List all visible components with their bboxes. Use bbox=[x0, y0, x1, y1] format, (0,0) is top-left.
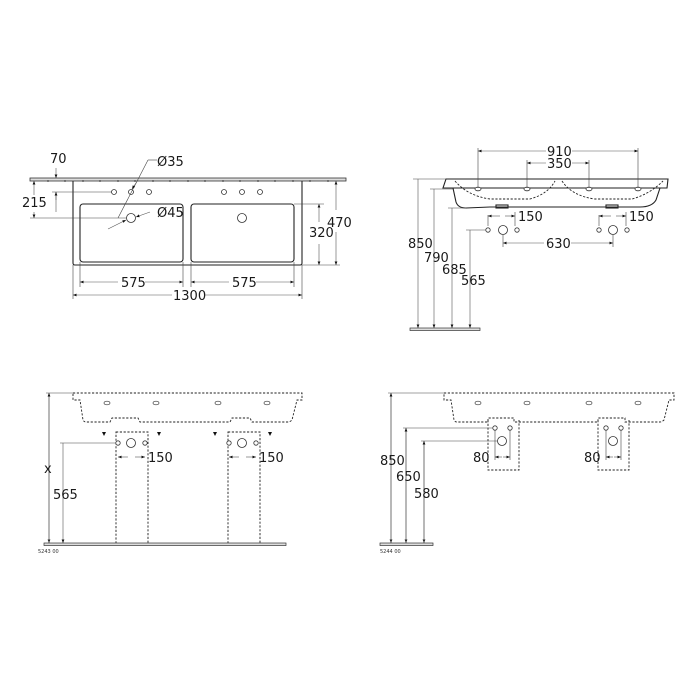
left-basin bbox=[79, 203, 184, 263]
right-waste bbox=[237, 213, 247, 223]
basin-hidden-outline bbox=[443, 392, 675, 423]
dim-x-label: x bbox=[44, 462, 52, 477]
dim-580-label: 580 bbox=[414, 487, 439, 502]
dim-850-label: 850 bbox=[380, 454, 405, 469]
product-code: 5243 00 bbox=[38, 549, 59, 555]
tap-holes bbox=[111, 189, 263, 195]
right-valve-group: 150 bbox=[596, 210, 654, 235]
basin-hidden-outline bbox=[72, 392, 303, 423]
top-plan-view: 70 215 Ø35 Ø45 320 470 575 575 bbox=[22, 152, 352, 304]
dim-350-label: 350 bbox=[547, 157, 572, 172]
dim-650-label: 650 bbox=[396, 470, 421, 485]
dim-80-right-label: 80 bbox=[584, 451, 601, 466]
left-valve-group: 150 bbox=[485, 210, 543, 235]
dim-565-label: 565 bbox=[461, 274, 486, 289]
dim-850-label: 850 bbox=[408, 237, 433, 252]
semi-pedestal-elevation-view: 80 80 850 650 580 5244 00 bbox=[379, 392, 675, 555]
right-pedestal bbox=[227, 431, 261, 546]
dim-150-right-label: 150 bbox=[629, 210, 654, 225]
dim-215-label: 215 bbox=[22, 196, 47, 211]
dim-470-label: 470 bbox=[327, 216, 352, 231]
pedestal-elevation-view: 150 150 x 565 5243 00 bbox=[38, 392, 303, 555]
dim-150-left-label: 150 bbox=[148, 451, 173, 466]
dim-80-left-label: 80 bbox=[473, 451, 490, 466]
front-elevation-view: 910 350 150 150 630 bbox=[408, 145, 669, 331]
dim-150-left-label: 150 bbox=[518, 210, 543, 225]
dim-150-right-label: 150 bbox=[259, 451, 284, 466]
dim-685-label: 685 bbox=[442, 263, 467, 278]
floor-line bbox=[379, 542, 434, 546]
right-basin bbox=[190, 203, 295, 263]
left-semi-pedestal bbox=[487, 420, 520, 471]
floor-line bbox=[43, 542, 287, 546]
dim-320-label: 320 bbox=[309, 226, 334, 241]
left-bowl-hidden bbox=[454, 180, 556, 200]
right-bowl-hidden bbox=[561, 180, 664, 200]
dim-70-label: 70 bbox=[50, 152, 67, 167]
dim-575-left-label: 575 bbox=[121, 276, 146, 291]
basin-body bbox=[452, 187, 661, 209]
dim-d45-label: Ø45 bbox=[157, 206, 184, 221]
product-code: 5244 00 bbox=[380, 549, 401, 555]
dim-565-label: 565 bbox=[53, 488, 78, 503]
dim-790-label: 790 bbox=[424, 251, 449, 266]
dim-630-label: 630 bbox=[546, 237, 571, 252]
basin-outline bbox=[72, 181, 303, 266]
left-pedestal bbox=[115, 431, 149, 546]
left-waste bbox=[126, 213, 136, 223]
dim-575-right-label: 575 bbox=[232, 276, 257, 291]
dim-d35-label: Ø35 bbox=[157, 155, 184, 170]
floor-line bbox=[409, 327, 481, 331]
basin-rim bbox=[442, 178, 669, 189]
right-semi-pedestal bbox=[597, 420, 630, 471]
dim-1300-label: 1300 bbox=[173, 289, 206, 304]
dim-910-label: 910 bbox=[547, 145, 572, 160]
